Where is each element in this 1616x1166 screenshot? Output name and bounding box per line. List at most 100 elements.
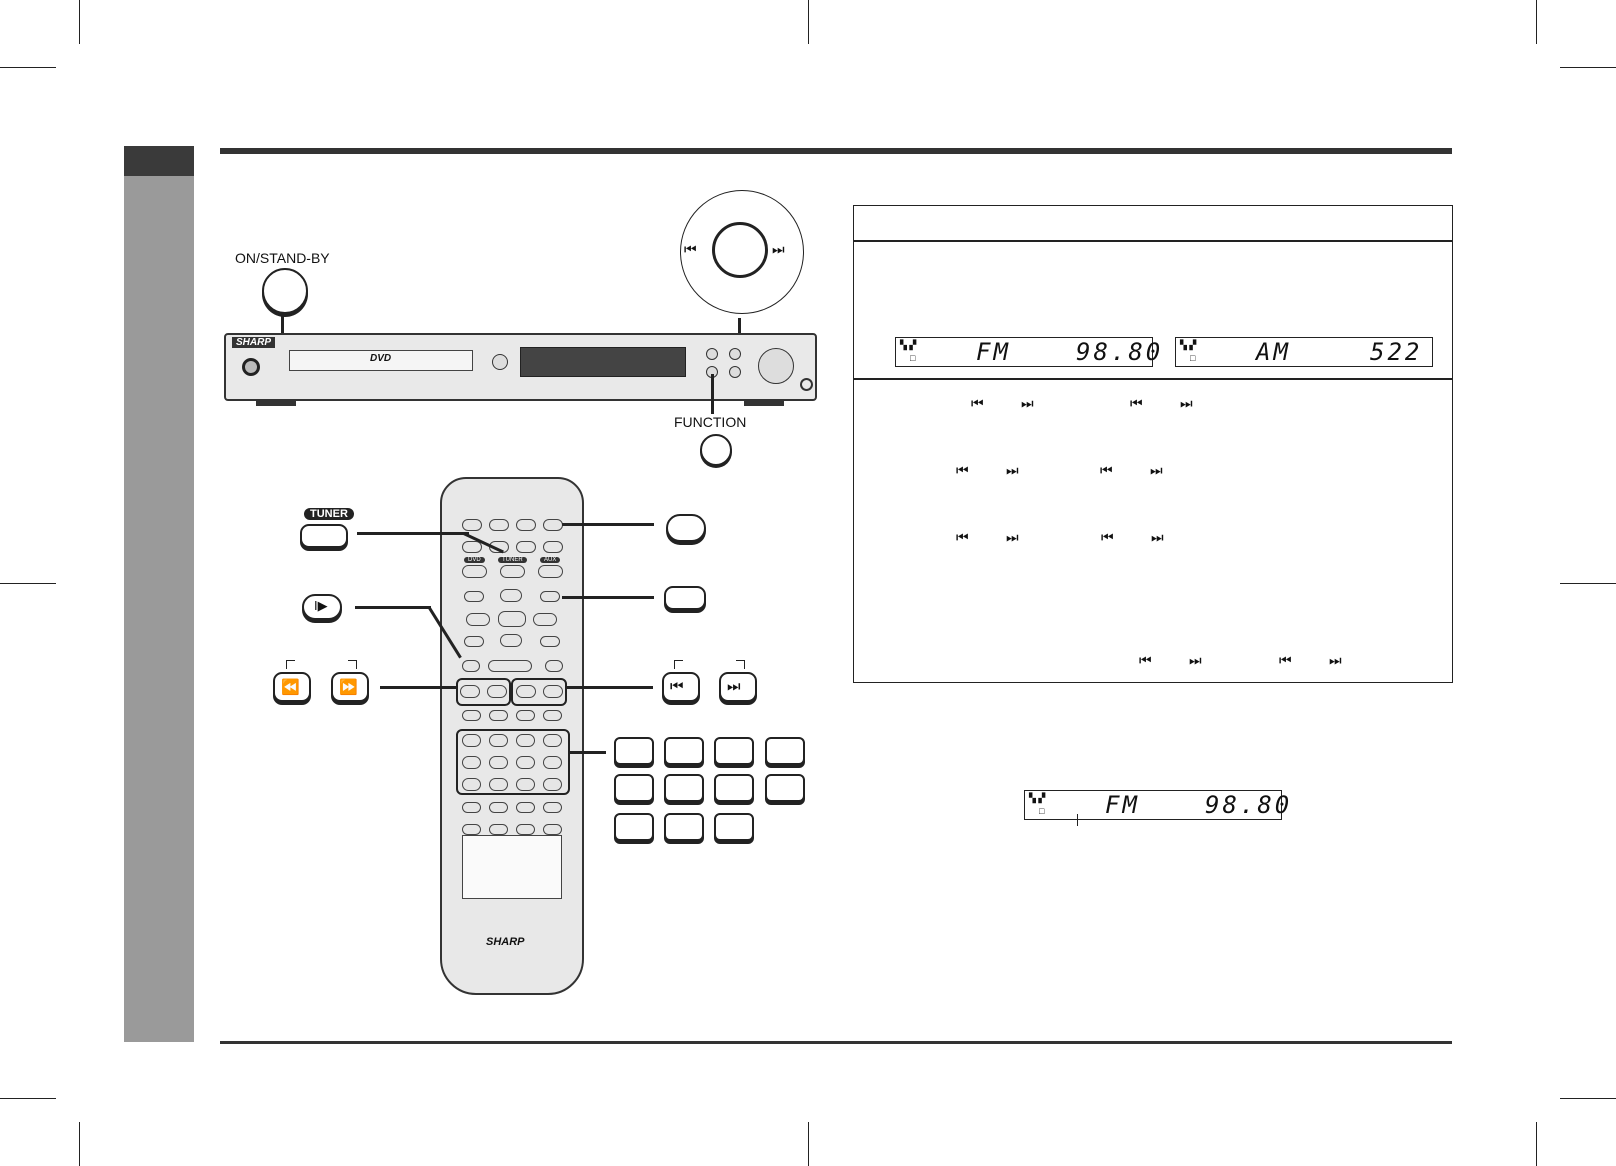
next-icon: ⏭ [1151, 529, 1164, 545]
display-frequency: 98.80 [1076, 338, 1164, 366]
header-rule [220, 148, 1452, 154]
remote-key-ff[interactable] [487, 685, 507, 698]
number-key[interactable] [614, 737, 654, 765]
remote-key[interactable] [543, 519, 563, 531]
slow-button[interactable] [302, 594, 342, 620]
on-standby-button[interactable] [262, 268, 308, 314]
remote-key-play[interactable] [488, 660, 532, 672]
remote-number-key[interactable] [462, 756, 481, 769]
remote-key[interactable] [462, 710, 481, 721]
remote-number-key[interactable] [489, 756, 508, 769]
remote-key[interactable] [462, 519, 482, 531]
remote-key[interactable] [543, 802, 562, 813]
number-key[interactable] [664, 774, 704, 802]
remote-key[interactable] [540, 636, 560, 647]
remote-key[interactable] [516, 710, 535, 721]
number-key[interactable] [714, 737, 754, 765]
remote-key[interactable] [516, 519, 536, 531]
remote-key-rewind[interactable] [460, 685, 480, 698]
remote-key-next[interactable] [543, 685, 563, 698]
remote-key[interactable] [489, 824, 508, 835]
unit-brand-logo: SHARP [232, 337, 276, 348]
prev-icon: ⏮ [1101, 529, 1114, 545]
remote-number-key[interactable] [516, 778, 535, 791]
callout-line [570, 751, 606, 754]
display-indicator-icon: ▚ ▞ [1029, 793, 1046, 803]
remote-key[interactable] [462, 802, 481, 813]
unit-small-button [729, 366, 741, 378]
remote-key[interactable] [540, 591, 560, 602]
remote-key[interactable] [462, 824, 481, 835]
tuner-button[interactable] [300, 524, 348, 548]
remote-key[interactable] [543, 541, 563, 553]
number-key[interactable] [714, 813, 754, 841]
remote-key[interactable] [464, 636, 484, 647]
remote-number-key[interactable] [489, 734, 508, 747]
remote-right-button-2[interactable] [664, 586, 706, 610]
remote-key[interactable] [516, 541, 536, 553]
fast-forward-button[interactable] [331, 672, 369, 702]
fast-forward-icon: ⏩ [339, 679, 358, 696]
remote-key[interactable] [464, 591, 484, 602]
remote-number-key[interactable] [543, 756, 562, 769]
rewind-button[interactable] [273, 672, 311, 702]
remote-key[interactable] [489, 519, 509, 531]
display-indicator-icon: □ [1039, 806, 1045, 816]
remote-key-stop[interactable] [545, 660, 563, 672]
remote-key[interactable] [516, 802, 535, 813]
remote-number-key[interactable] [489, 778, 508, 791]
prev-icon: ⏮ [1100, 462, 1113, 478]
remote-key-right[interactable] [533, 613, 557, 626]
remote-key-slow[interactable] [462, 660, 480, 672]
number-key[interactable] [765, 737, 805, 765]
remote-key-enter[interactable] [498, 611, 526, 627]
prev-button[interactable] [662, 672, 700, 702]
remote-key[interactable] [543, 824, 562, 835]
display-fm: ▚ ▞ □ FM 98.80 [895, 337, 1160, 367]
info-box-divider [853, 378, 1453, 380]
remote-number-key[interactable] [516, 756, 535, 769]
remote-key-down[interactable] [500, 634, 522, 647]
sidebar-tab [124, 146, 194, 176]
remote-key[interactable] [462, 541, 482, 553]
tray-button [492, 354, 508, 370]
prev-icon: ⏮ [684, 241, 697, 257]
display-frequency: 98.80 [1205, 791, 1293, 819]
crop-mark [808, 0, 809, 44]
number-key[interactable] [614, 774, 654, 802]
prev-icon: ⏮ [1130, 395, 1143, 411]
next-icon: ⏭ [727, 678, 740, 695]
remote-number-key[interactable] [462, 734, 481, 747]
remote-number-key[interactable] [462, 778, 481, 791]
next-button[interactable] [719, 672, 757, 702]
sidebar [124, 176, 194, 1042]
remote-key-aux[interactable] [538, 565, 563, 578]
remote-key-tuner[interactable] [500, 565, 525, 578]
remote-key[interactable] [516, 824, 535, 835]
number-key[interactable] [765, 774, 805, 802]
remote-key-prev[interactable] [516, 685, 536, 698]
remote-right-button-1[interactable] [666, 514, 706, 542]
crop-mark [0, 67, 56, 68]
remote-key-left[interactable] [466, 613, 490, 626]
remote-number-key[interactable] [543, 778, 562, 791]
remote-source-dvd: DVD [464, 557, 485, 563]
jog-dial-center[interactable] [712, 222, 768, 278]
remote-brand-logo: SHARP [486, 936, 525, 948]
number-key[interactable] [664, 813, 704, 841]
remote-key-up[interactable] [500, 589, 522, 602]
display-fm-bottom: ▚ ▞ □ FM 98.80 [1024, 790, 1289, 820]
bracket [348, 660, 357, 669]
number-key[interactable] [614, 813, 654, 841]
number-key[interactable] [714, 774, 754, 802]
remote-key[interactable] [489, 710, 508, 721]
remote-key[interactable] [543, 710, 562, 721]
remote-number-key[interactable] [516, 734, 535, 747]
remote-key[interactable] [489, 802, 508, 813]
remote-number-key[interactable] [543, 734, 562, 747]
remote-key-dvd[interactable] [462, 565, 487, 578]
number-key[interactable] [664, 737, 704, 765]
display-band: FM [976, 338, 1011, 366]
disc-tray [289, 350, 473, 371]
function-button[interactable] [700, 434, 732, 466]
